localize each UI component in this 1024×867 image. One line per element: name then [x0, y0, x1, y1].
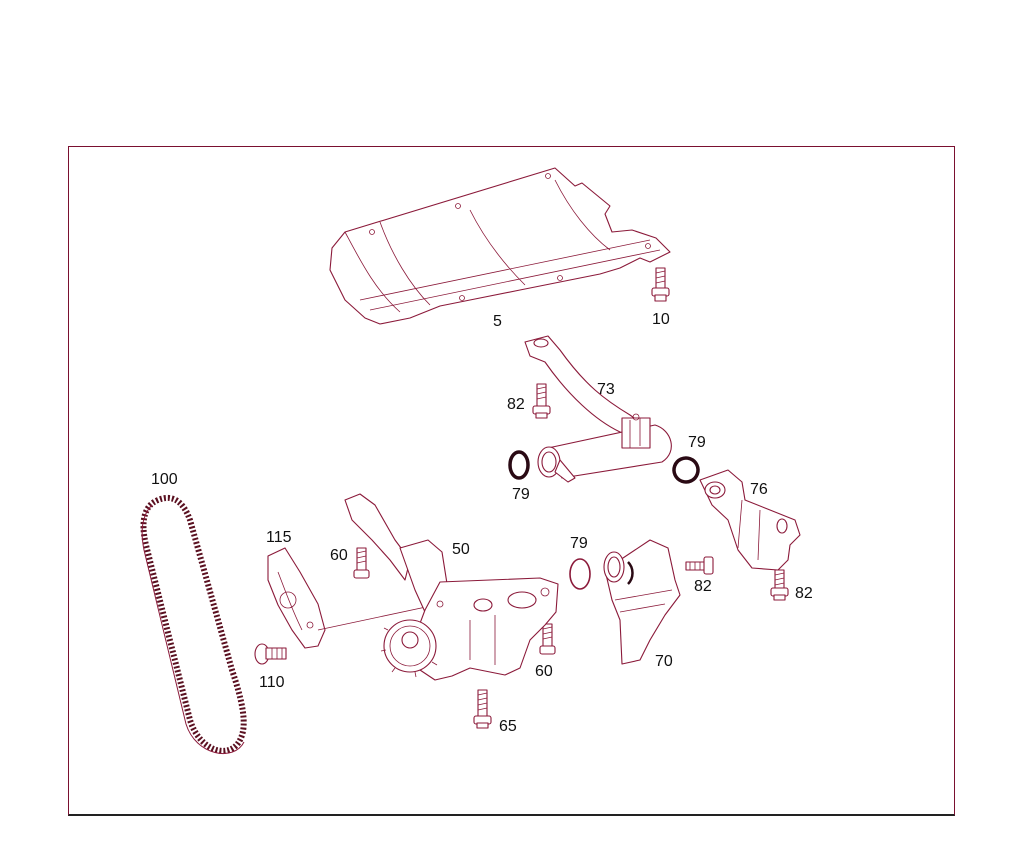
callout-79-lower: 79	[570, 535, 588, 552]
part-100-chain[interactable]	[140, 494, 247, 755]
part-60-bolt-right[interactable]	[539, 623, 556, 655]
callout-60-left: 60	[330, 547, 348, 564]
part-110-bolt[interactable]	[254, 643, 287, 665]
part-82-bolt-middle[interactable]	[685, 556, 714, 575]
callout-79-right: 79	[688, 434, 706, 451]
callout-50: 50	[452, 541, 470, 558]
callout-82-right: 82	[795, 585, 813, 602]
part-82-bolt-upper[interactable]	[532, 383, 551, 419]
callout-70: 70	[655, 653, 673, 670]
callout-82-middle: 82	[694, 578, 712, 595]
callout-5: 5	[493, 313, 502, 330]
part-10-bolt[interactable]	[651, 267, 670, 302]
part-79-oring-right[interactable]	[671, 455, 702, 486]
part-60-bolt-left[interactable]	[353, 547, 370, 579]
callout-110: 110	[259, 674, 285, 691]
part-65-bolt[interactable]	[473, 689, 492, 729]
callout-76: 76	[750, 481, 768, 498]
part-79-oring-left[interactable]	[508, 450, 530, 480]
callout-82-upper: 82	[507, 396, 525, 413]
part-50-oil-pump[interactable]	[344, 493, 559, 681]
part-115-cover[interactable]	[267, 547, 441, 649]
callout-10: 10	[652, 311, 670, 328]
callout-60-right: 60	[535, 663, 553, 680]
callout-100: 100	[151, 471, 178, 488]
part-73-oil-pipe[interactable]	[524, 335, 672, 483]
callout-65: 65	[499, 718, 517, 735]
part-70-strainer[interactable]	[603, 539, 681, 665]
part-79-oring-lower[interactable]	[569, 558, 591, 590]
part-82-bolt-right[interactable]	[770, 569, 789, 601]
callout-79-left: 79	[512, 486, 530, 503]
callout-73: 73	[597, 381, 615, 398]
part-5-oil-baffle[interactable]	[329, 167, 671, 325]
diagram-frame	[68, 146, 955, 816]
callout-115: 115	[266, 529, 292, 546]
part-76-elbow[interactable]	[699, 469, 801, 571]
